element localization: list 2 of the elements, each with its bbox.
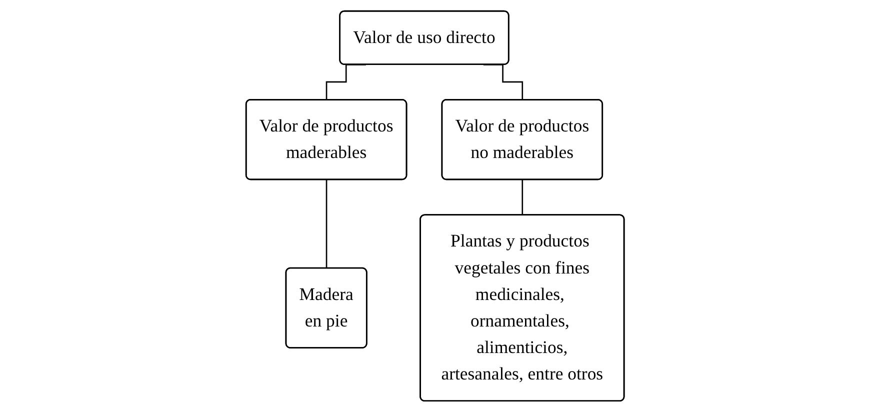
connector [326,179,328,270]
connector [522,179,524,216]
